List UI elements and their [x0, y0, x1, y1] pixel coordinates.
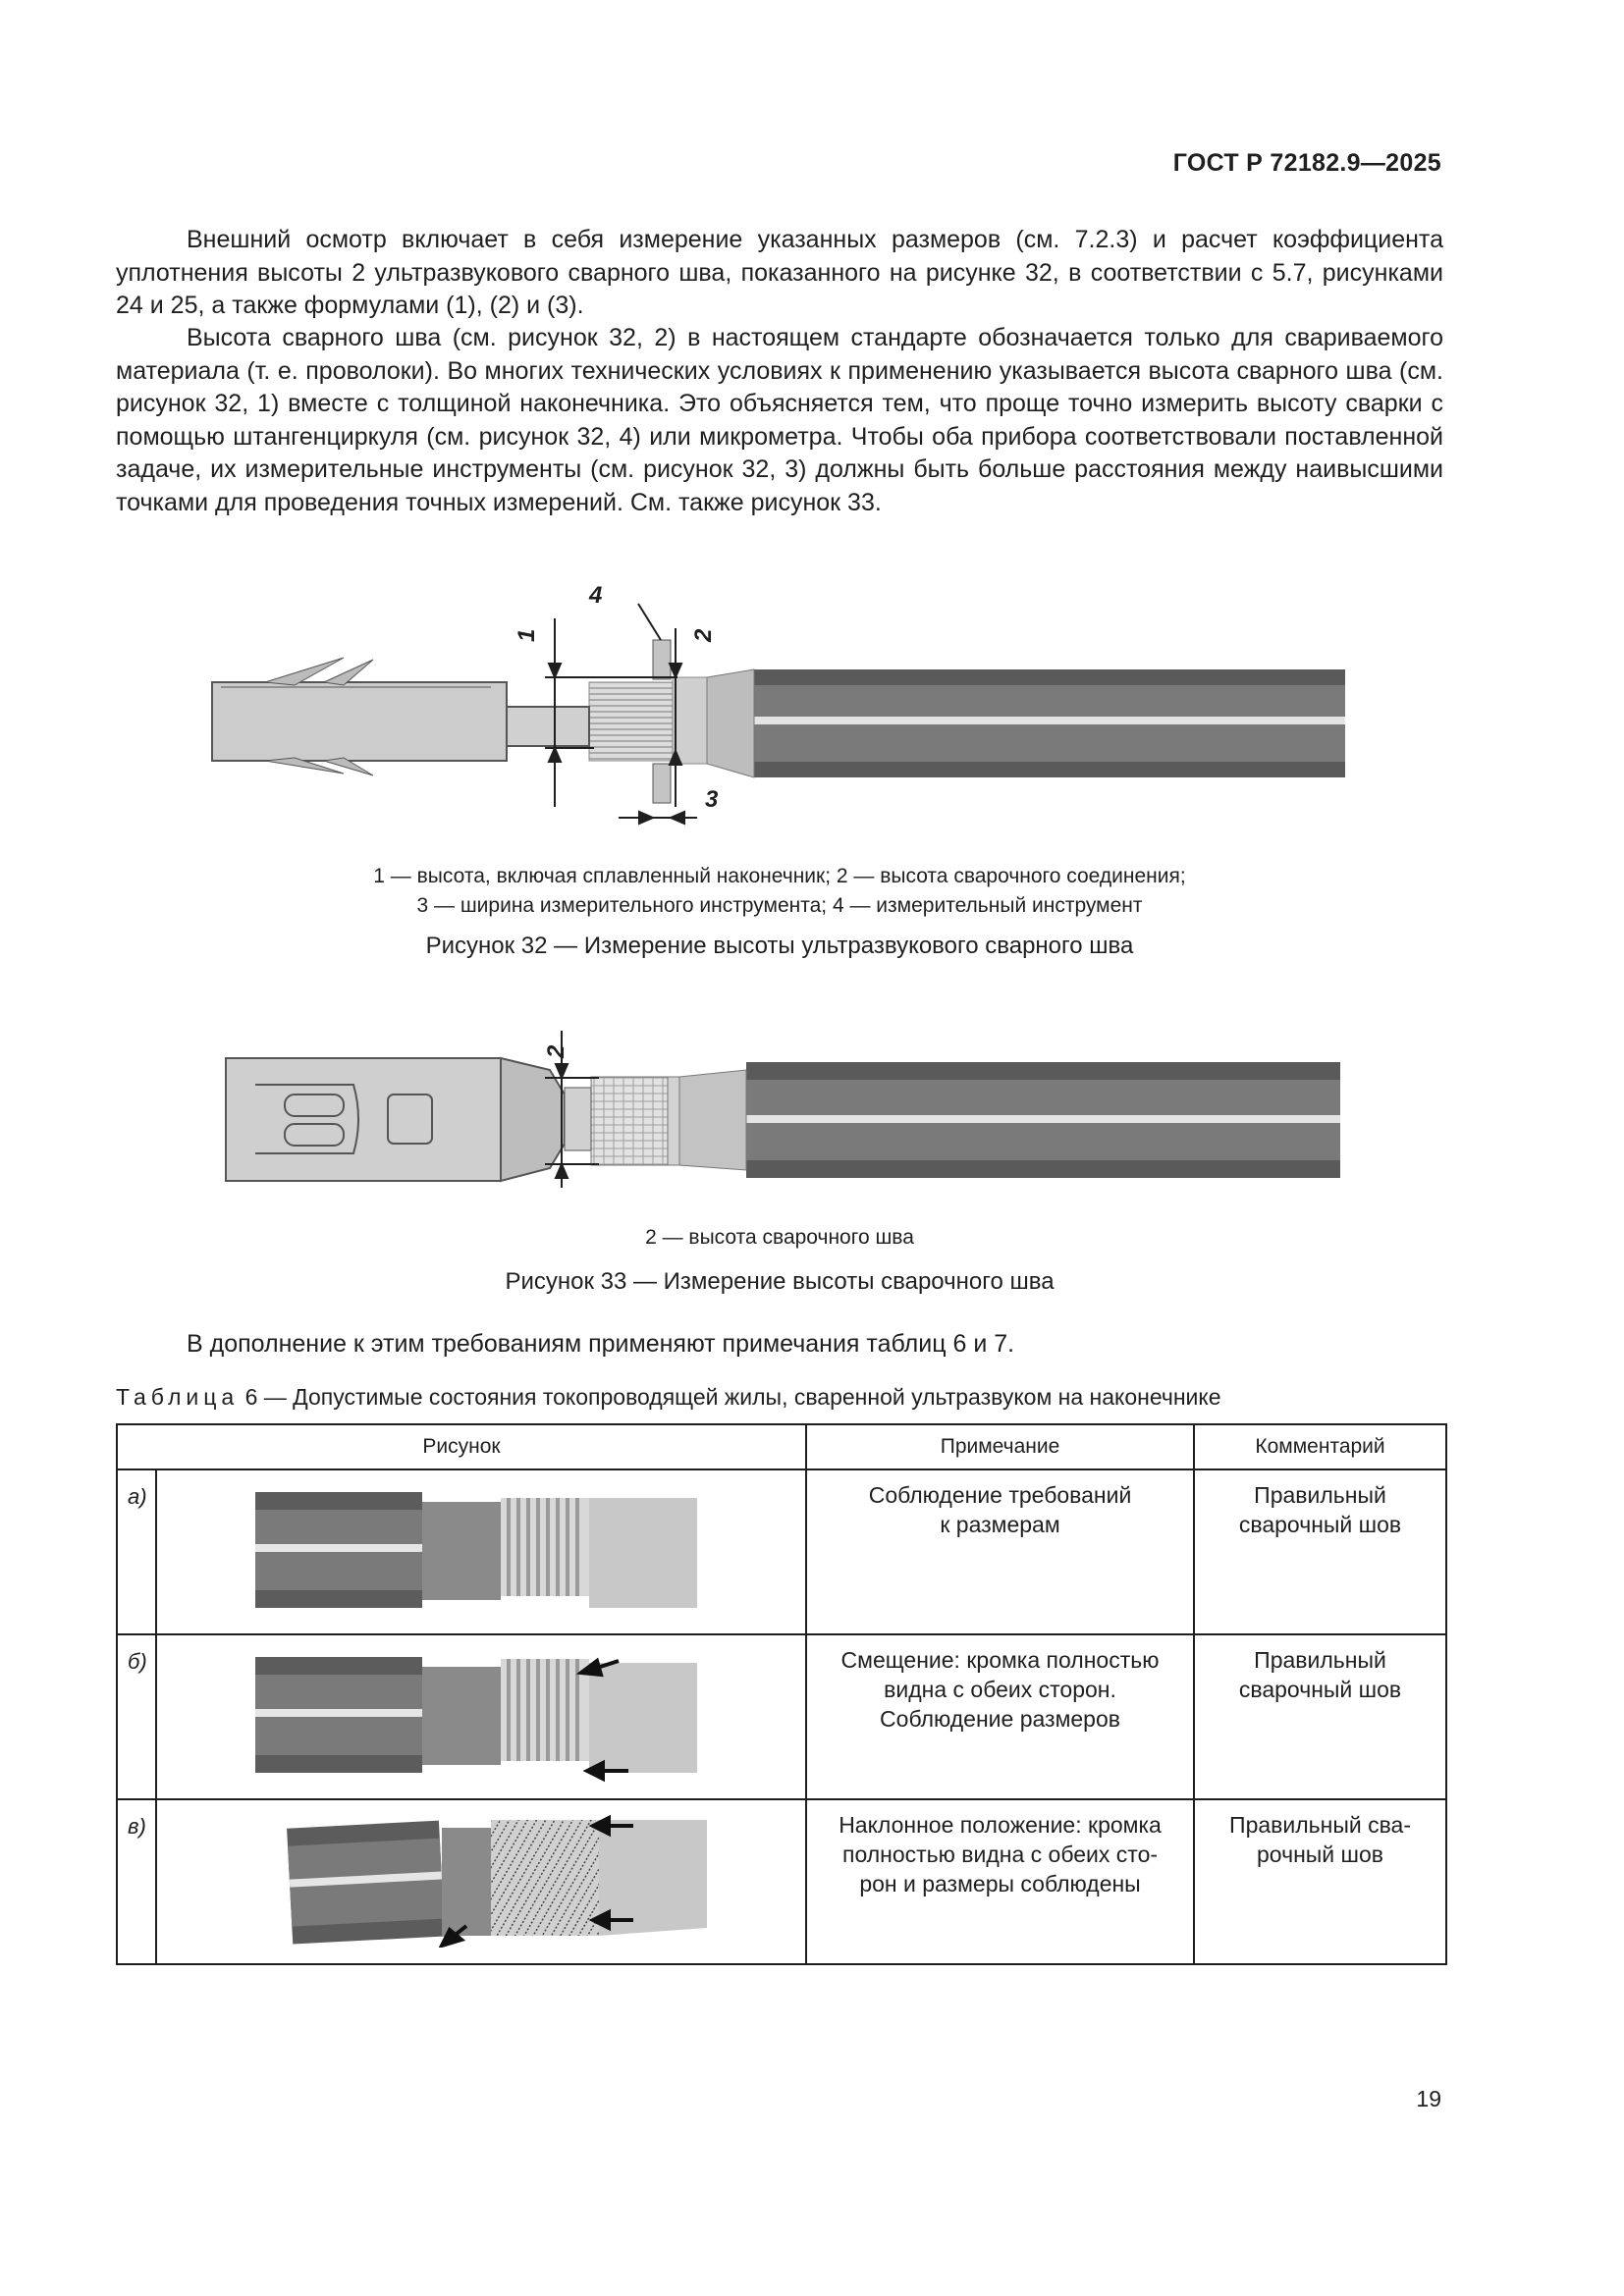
table-row: а) Соблюдение требований к размерам Прав… — [116, 1468, 1448, 1635]
row-note: Смещение: кромка полностью видна с обеих… — [805, 1633, 1196, 1800]
table-6-caption: Таблица 6 — Допустимые состояния токопро… — [116, 1384, 1221, 1410]
figure-33-caption: Рисунок 33 — Измерение высоты сварочного… — [505, 1268, 1055, 1295]
row-label: в) — [116, 1798, 157, 1965]
dimension-lines — [545, 618, 697, 826]
weld-figure-c — [287, 1814, 707, 1949]
figure-33-legend: 2 — высота сварочного шва — [645, 1226, 914, 1249]
arrow-icon — [588, 1814, 633, 1838]
cable-insulation — [746, 1062, 1340, 1178]
table-header-row: Рисунок Примечание Комментарий — [115, 1423, 1448, 1470]
weld-figure-a — [255, 1492, 697, 1608]
weld-zone — [588, 668, 755, 778]
table-6: Рисунок Примечание Комментарий а) Соблюд… — [115, 1423, 1448, 1965]
row-comment: Правильный сва- рочный шов — [1193, 1798, 1448, 1965]
figure-32-caption: Рисунок 32 — Измерение высоты ультразвук… — [425, 933, 1134, 959]
paragraph-3: В дополнение к этим требованиям применяю… — [187, 1330, 1015, 1358]
row-figure — [154, 1798, 808, 1965]
arrow-icon — [438, 1924, 468, 1949]
fig33-label-2: 2 — [543, 1044, 569, 1059]
measuring-tool — [637, 603, 672, 804]
fig32-label-1: 1 — [514, 629, 540, 642]
arrow-icon — [582, 1759, 628, 1783]
dimension-lines — [545, 1031, 599, 1188]
arrow-icon — [575, 1657, 620, 1678]
row-label: а) — [116, 1468, 157, 1635]
weld-zone — [590, 1069, 747, 1171]
fig32-label-4: 4 — [588, 582, 602, 609]
header-note: Примечание — [805, 1423, 1196, 1470]
table-row: в) — [116, 1798, 1448, 1965]
row-note: Соблюдение требований к размерам — [805, 1468, 1196, 1635]
row-label: б) — [116, 1633, 157, 1800]
fig32-label-2: 2 — [690, 628, 717, 643]
row-figure — [154, 1633, 808, 1800]
page-number: 19 — [1416, 2086, 1441, 2111]
weld-figure-b — [255, 1657, 697, 1783]
row-note: Наклонное положение: кромка полностью ви… — [805, 1798, 1196, 1965]
row-figure — [154, 1468, 808, 1635]
row-comment: Правильный сварочный шов — [1193, 1468, 1448, 1635]
arrow-icon — [588, 1908, 633, 1932]
document-header: ГОСТ Р 72182.9—2025 — [1172, 149, 1441, 177]
cable-insulation — [754, 669, 1345, 777]
terminal — [225, 1056, 592, 1183]
paragraph-1: Внешний осмотр включает в себя измерение… — [116, 226, 1443, 319]
figure-32-legend: 1 — высота, включая сплавленный наконечн… — [373, 865, 1186, 917]
table-row: б) Смещение: кр — [116, 1633, 1448, 1800]
fig32-label-3: 3 — [705, 786, 719, 813]
paragraph-2: Высота сварного шва (см. рисунок 32, 2) … — [116, 324, 1443, 516]
figure-32-drawing: 4 1 2 3 — [211, 582, 1345, 826]
header-comment: Комментарий — [1193, 1423, 1448, 1470]
figure-33-drawing: 2 — [225, 1031, 1340, 1188]
header-figure: Рисунок — [115, 1423, 808, 1470]
row-comment: Правильный сварочный шов — [1193, 1633, 1448, 1800]
terminal — [211, 657, 590, 776]
